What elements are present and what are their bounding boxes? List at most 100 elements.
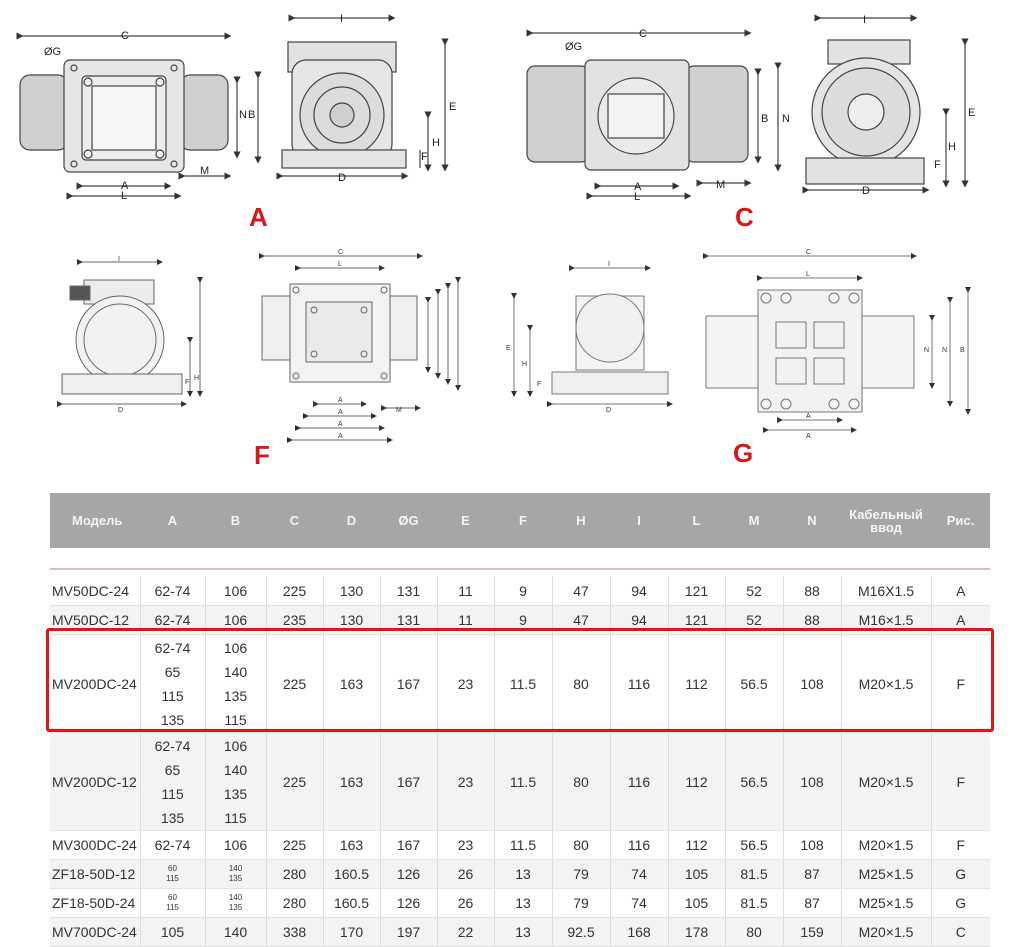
cell-f: 9	[494, 576, 553, 606]
drawings-area: C ØG N B M A L I D E H F C ØG B N M	[16, 13, 975, 470]
figure-label-g: G	[733, 438, 754, 468]
cell-m: 81.5	[725, 888, 784, 918]
header-cable: Кабельный ввод	[841, 493, 931, 548]
cell-value: 135	[228, 903, 243, 912]
dim-d: D	[338, 172, 346, 184]
cell-l: 178	[668, 917, 726, 947]
svg-text:H: H	[522, 361, 527, 368]
cell-model: MV300DC-24	[50, 830, 141, 860]
cell-value: 106	[223, 639, 248, 656]
dim-n: N	[239, 109, 247, 121]
svg-text:C: C	[338, 249, 343, 256]
cell-g: 131	[380, 576, 438, 606]
dim-m: M	[716, 179, 725, 191]
cell-fig: F	[931, 732, 990, 831]
header-b: B	[205, 493, 266, 548]
svg-text:A: A	[338, 397, 343, 404]
spec-table: Модель A B C D ØG E F H I L M N Кабельны…	[50, 493, 990, 947]
cell-cable: M25×1.5	[841, 888, 932, 918]
cell-l: 121	[668, 605, 726, 635]
cell-i: 94	[610, 576, 669, 606]
technical-drawings: C ØG N B M A L I D E H F C ØG B N M	[16, 13, 975, 443]
cell-c: 280	[266, 888, 324, 918]
cell-m: 56.5	[725, 830, 784, 860]
cell-cable: M16X1.5	[841, 576, 932, 606]
cell-m: 56.5	[725, 634, 784, 733]
cell-e: 11	[437, 576, 495, 606]
cell-n: 88	[783, 605, 842, 635]
cell-f: 9	[494, 605, 553, 635]
cell-i: 74	[610, 859, 669, 889]
dim-n: N	[782, 113, 790, 125]
cell-e: 23	[437, 634, 495, 733]
cell-c: 225	[266, 634, 324, 733]
dim-l: L	[121, 190, 127, 202]
cell-cable: M20×1.5	[841, 917, 932, 947]
cell-n: 87	[783, 888, 842, 918]
cell-g: 126	[380, 888, 438, 918]
cell-g: 126	[380, 859, 438, 889]
cell-f: 13	[494, 888, 553, 918]
cell-c: 225	[266, 732, 324, 831]
dim-f: F	[934, 159, 941, 171]
dim-h: H	[432, 137, 440, 149]
dim-a: A	[121, 180, 129, 192]
cell-fig: G	[931, 859, 990, 889]
cell-value: 115	[224, 809, 247, 826]
dim-b: B	[248, 109, 255, 121]
dim-g: ØG	[565, 41, 582, 53]
dim-h: H	[948, 141, 956, 153]
svg-text:D: D	[606, 407, 611, 414]
cell-a: 62-74	[140, 605, 206, 635]
cell-value: 140	[228, 893, 243, 902]
figure-c-top-view	[526, 29, 782, 200]
cell-f: 11.5	[494, 732, 553, 831]
cell-m: 52	[725, 605, 784, 635]
cell-value: 115	[161, 785, 184, 802]
cell-h: 80	[552, 732, 611, 831]
cell-g: 167	[380, 830, 438, 860]
cell-d: 163	[323, 732, 381, 831]
header-m: M	[725, 493, 783, 548]
cell-value: 135	[223, 785, 248, 802]
cell-f: 11.5	[494, 830, 553, 860]
cell-m: 52	[725, 576, 784, 606]
cell-cable: M20×1.5	[841, 634, 932, 733]
cell-c: 280	[266, 859, 324, 889]
header-a: A	[140, 493, 205, 548]
cell-h: 79	[552, 888, 611, 918]
cell-l: 112	[668, 830, 726, 860]
header-g: ØG	[380, 493, 437, 548]
cell-n: 108	[783, 830, 842, 860]
cell-value: 62-74	[154, 737, 191, 754]
cell-l: 121	[668, 576, 726, 606]
cell-f: 13	[494, 917, 553, 947]
svg-text:C: C	[806, 249, 811, 256]
svg-text:A: A	[338, 433, 343, 440]
cell-cable: M20×1.5	[841, 732, 932, 831]
svg-text:I: I	[118, 256, 120, 263]
figure-label-a: A	[249, 202, 268, 232]
dim-e: E	[449, 101, 456, 113]
dim-m: M	[200, 165, 209, 177]
cell-value: 115	[166, 874, 179, 883]
cell-fig: G	[931, 888, 990, 918]
svg-text:I: I	[608, 261, 610, 268]
svg-text:F: F	[537, 381, 541, 388]
cell-value: 115	[166, 903, 179, 912]
cell-e: 26	[437, 859, 495, 889]
figure-a-top-view	[16, 32, 262, 200]
dim-c: C	[639, 28, 647, 40]
cell-fig: C	[931, 917, 990, 947]
cell-value: 65	[164, 663, 181, 680]
cell-model: MV700DC-24	[50, 917, 141, 947]
svg-text:A: A	[338, 421, 343, 428]
cell-c: 225	[266, 576, 324, 606]
cell-i: 116	[610, 830, 669, 860]
